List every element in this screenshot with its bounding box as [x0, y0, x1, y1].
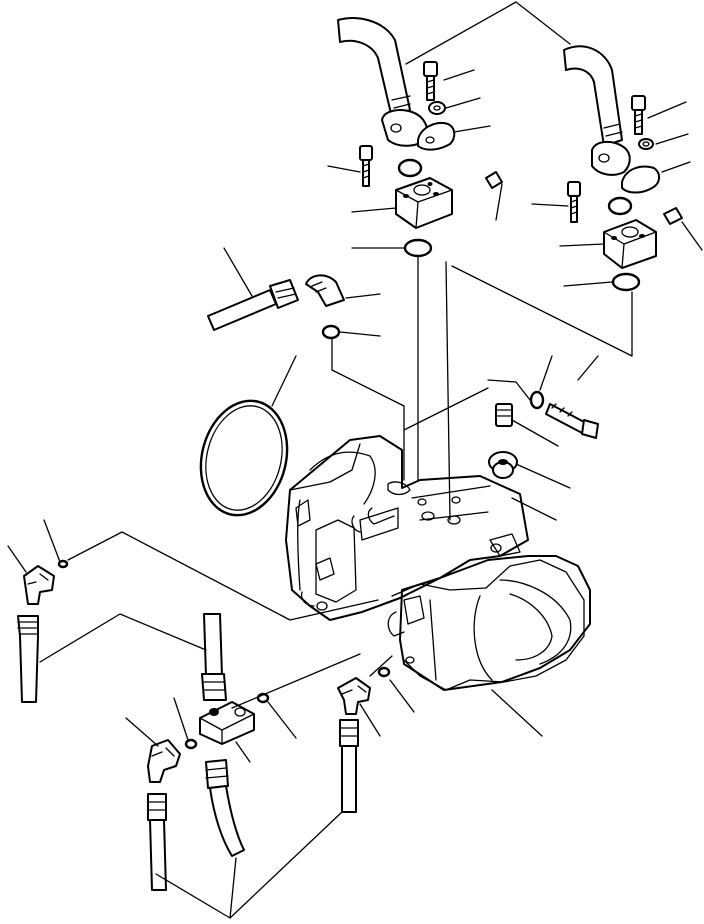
flange-half-top-right	[591, 140, 631, 176]
pipe-left	[207, 279, 299, 331]
oring-upper-small	[321, 324, 341, 340]
washer-right-upper	[529, 390, 545, 410]
elbow-fitting-lower-right	[337, 677, 371, 715]
washer-top-left	[428, 101, 446, 115]
adapter-block-top-right	[603, 219, 657, 269]
bolt-top-left-2	[359, 145, 373, 187]
oring-top-right-2	[611, 272, 641, 292]
fitting-plug-top-right	[663, 207, 683, 225]
oring-left-small	[57, 559, 69, 569]
hose-bottom-left	[147, 793, 167, 891]
oring-top-left-2	[403, 238, 433, 258]
hose-center-lower	[205, 759, 245, 857]
hose-center-upper	[201, 613, 227, 701]
hose-top-right	[563, 45, 623, 147]
split-flange-top-left	[417, 122, 456, 151]
flange-half-top-left	[381, 109, 429, 147]
hose-bottom-right	[339, 719, 359, 813]
large-oring	[199, 399, 289, 517]
pump-rear-housing	[387, 559, 585, 691]
leader-lines	[7, 1, 703, 919]
bolt-top-left-1	[423, 61, 438, 101]
fitting-plug-top-left	[485, 171, 503, 189]
valve-fitting-2	[488, 451, 518, 479]
elbow-fitting-lower-left	[147, 739, 181, 783]
oring-tee-1	[184, 738, 198, 750]
bolt-right-long	[545, 403, 599, 439]
elbow-fitting-left	[23, 565, 55, 605]
split-flange-top-right	[621, 165, 660, 194]
hose-left	[17, 615, 39, 703]
adapter-block-top-left	[395, 177, 453, 229]
oring-tee-2	[256, 692, 270, 704]
bolt-top-right-1	[631, 95, 646, 135]
oring-top-left-1	[397, 158, 423, 178]
valve-fitting-1	[495, 403, 513, 427]
elbow-fitting-upper	[305, 274, 345, 307]
pump-side-details	[295, 499, 335, 611]
oring-lower-right	[377, 666, 391, 678]
washer-top-right	[638, 138, 654, 150]
hose-top-left	[337, 17, 411, 119]
tee-fitting	[199, 701, 255, 745]
oring-top-right-1	[607, 196, 633, 216]
bolt-top-right-2	[567, 181, 581, 223]
